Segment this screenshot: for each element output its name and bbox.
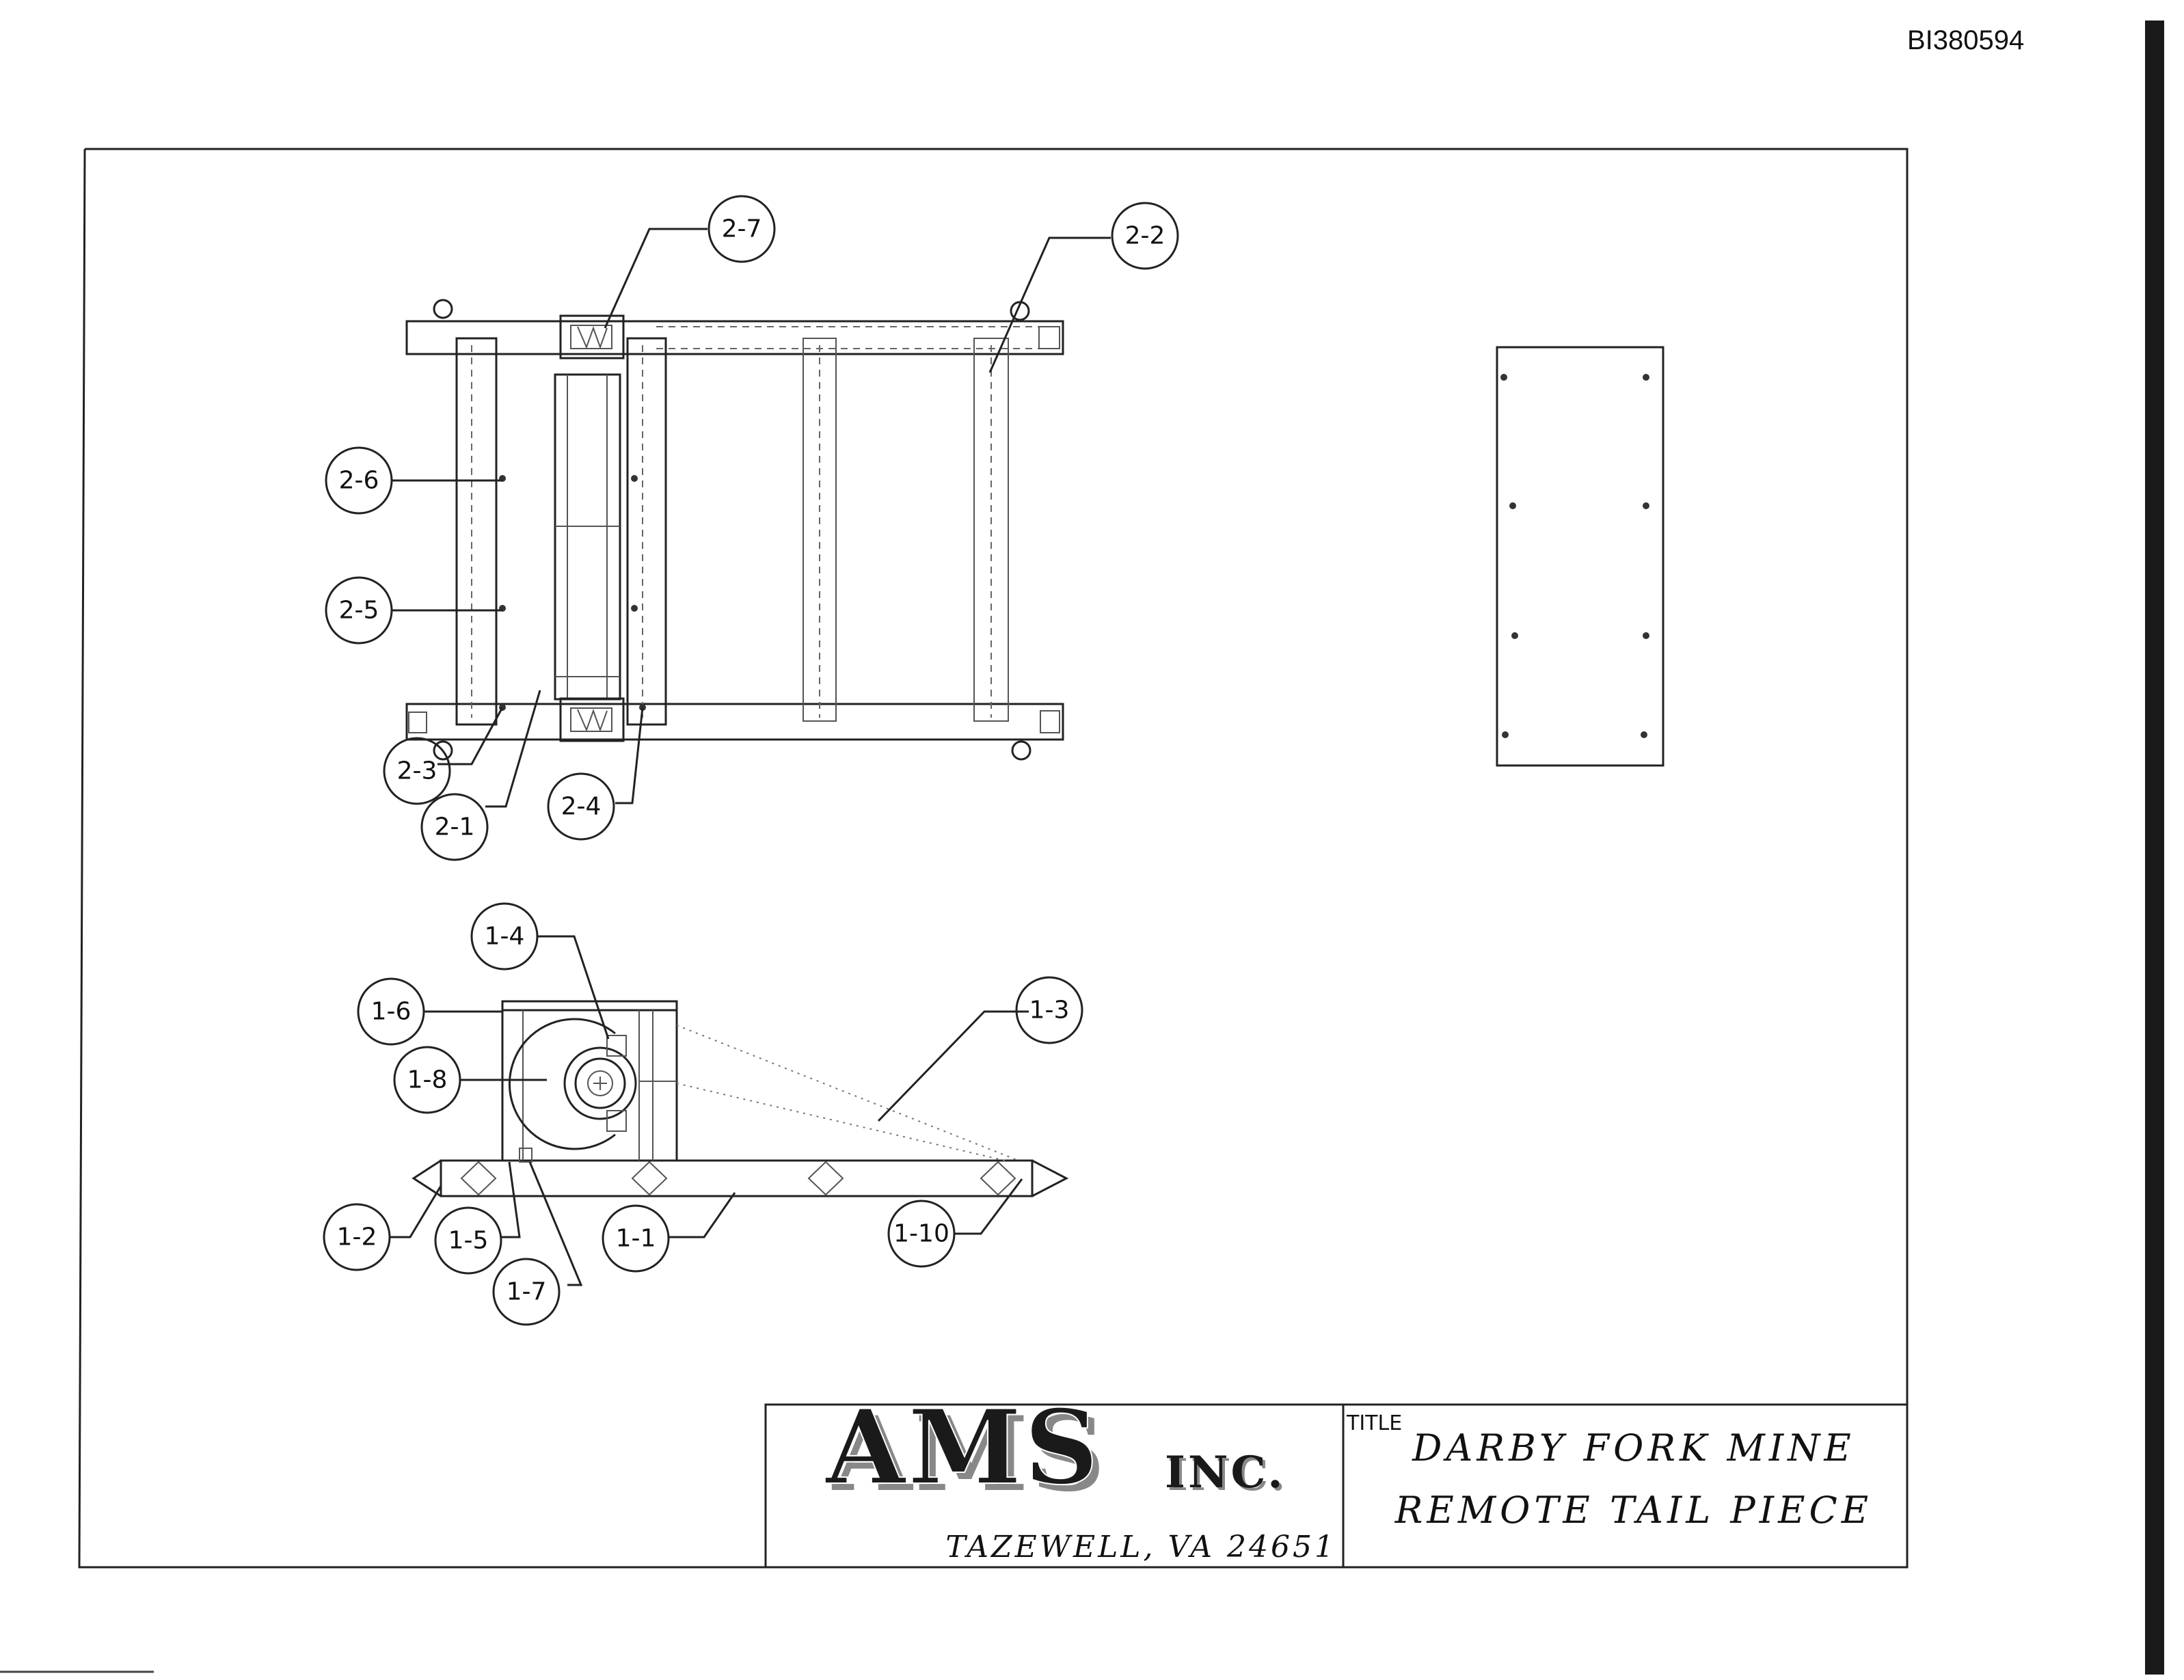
company-suffix: INC. [1165, 1447, 1286, 1498]
callout-label: 1-6 [371, 998, 412, 1026]
lifting-lug [433, 299, 453, 319]
side-view [412, 1000, 1069, 1197]
callout-2-1: 2-1 [420, 793, 489, 861]
callout-1-3: 1-3 [1015, 976, 1083, 1044]
callout-1-1: 1-1 [602, 1204, 670, 1273]
callout-label: 2-7 [722, 215, 762, 243]
bottom-rail [405, 703, 1064, 741]
title-line-2: REMOTE TAIL PIECE [1394, 1489, 1872, 1532]
top-view-frame [405, 299, 1064, 761]
tail-pulley-drum [554, 373, 621, 701]
company-address: TAZEWELL, VA 24651 [945, 1530, 1336, 1564]
cross-member [803, 338, 837, 722]
callout-2-7: 2-7 [707, 195, 776, 263]
leader-lines [390, 228, 1111, 1286]
cross-member [973, 338, 1009, 722]
callout-label: 2-3 [397, 757, 437, 785]
callout-label: 1-5 [448, 1227, 489, 1255]
callout-2-6: 2-6 [325, 446, 393, 515]
callout-1-10: 1-10 [887, 1200, 956, 1268]
lifting-lug [433, 740, 453, 761]
title-line-1: DARBY FORK MINE [1412, 1426, 1855, 1469]
lifting-lug [1011, 740, 1032, 761]
callout-label: 1-2 [337, 1223, 377, 1251]
callout-label: 1-3 [1029, 997, 1070, 1025]
callout-label: 1-4 [485, 923, 525, 951]
callout-label: 2-6 [339, 467, 379, 495]
pulley-arc [509, 1018, 616, 1150]
callout-label: 1-1 [616, 1225, 656, 1253]
scan-edge-bar [2145, 21, 2164, 1675]
callout-label: 1-7 [507, 1278, 547, 1306]
callout-label: 2-5 [339, 597, 379, 625]
drawing-border [78, 148, 1909, 1569]
company-logo: AMS [824, 1387, 1101, 1508]
side-member [455, 337, 498, 726]
pulley-hub [563, 1046, 637, 1120]
top-rail [405, 320, 1064, 355]
title-label: TITLE [1346, 1411, 1402, 1435]
callout-2-4: 2-4 [547, 772, 615, 841]
side-member [626, 337, 667, 726]
title-block: AMS AMS INC. INC. TAZEWELL, VA 24651 TIT… [764, 1387, 1909, 1569]
callout-2-2: 2-2 [1111, 202, 1179, 270]
callout-2-3: 2-3 [383, 737, 451, 805]
callout-label: 2-1 [435, 813, 475, 841]
document-id: BI380594 [1907, 25, 2024, 55]
callout-2-5: 2-5 [325, 576, 393, 645]
callout-label: 1-10 [893, 1220, 949, 1248]
company-suffix-shadow: INC. [1168, 1450, 1289, 1501]
callout-label: 1-8 [407, 1066, 448, 1094]
callout-label: 2-2 [1125, 222, 1165, 250]
bearing-block-top [559, 314, 625, 360]
callout-1-4: 1-4 [470, 902, 539, 971]
callout-1-7: 1-7 [492, 1258, 561, 1326]
callout-1-8: 1-8 [393, 1046, 461, 1114]
callout-label: 2-4 [561, 793, 602, 821]
callout-1-2: 1-2 [323, 1203, 391, 1271]
cover-plate [1496, 346, 1664, 767]
callout-1-5: 1-5 [434, 1206, 502, 1275]
callout-1-6: 1-6 [357, 977, 425, 1046]
base-beam [440, 1159, 1034, 1197]
company-logo-shadow: AMS [831, 1394, 1108, 1515]
bearing-block-bottom [559, 697, 625, 742]
